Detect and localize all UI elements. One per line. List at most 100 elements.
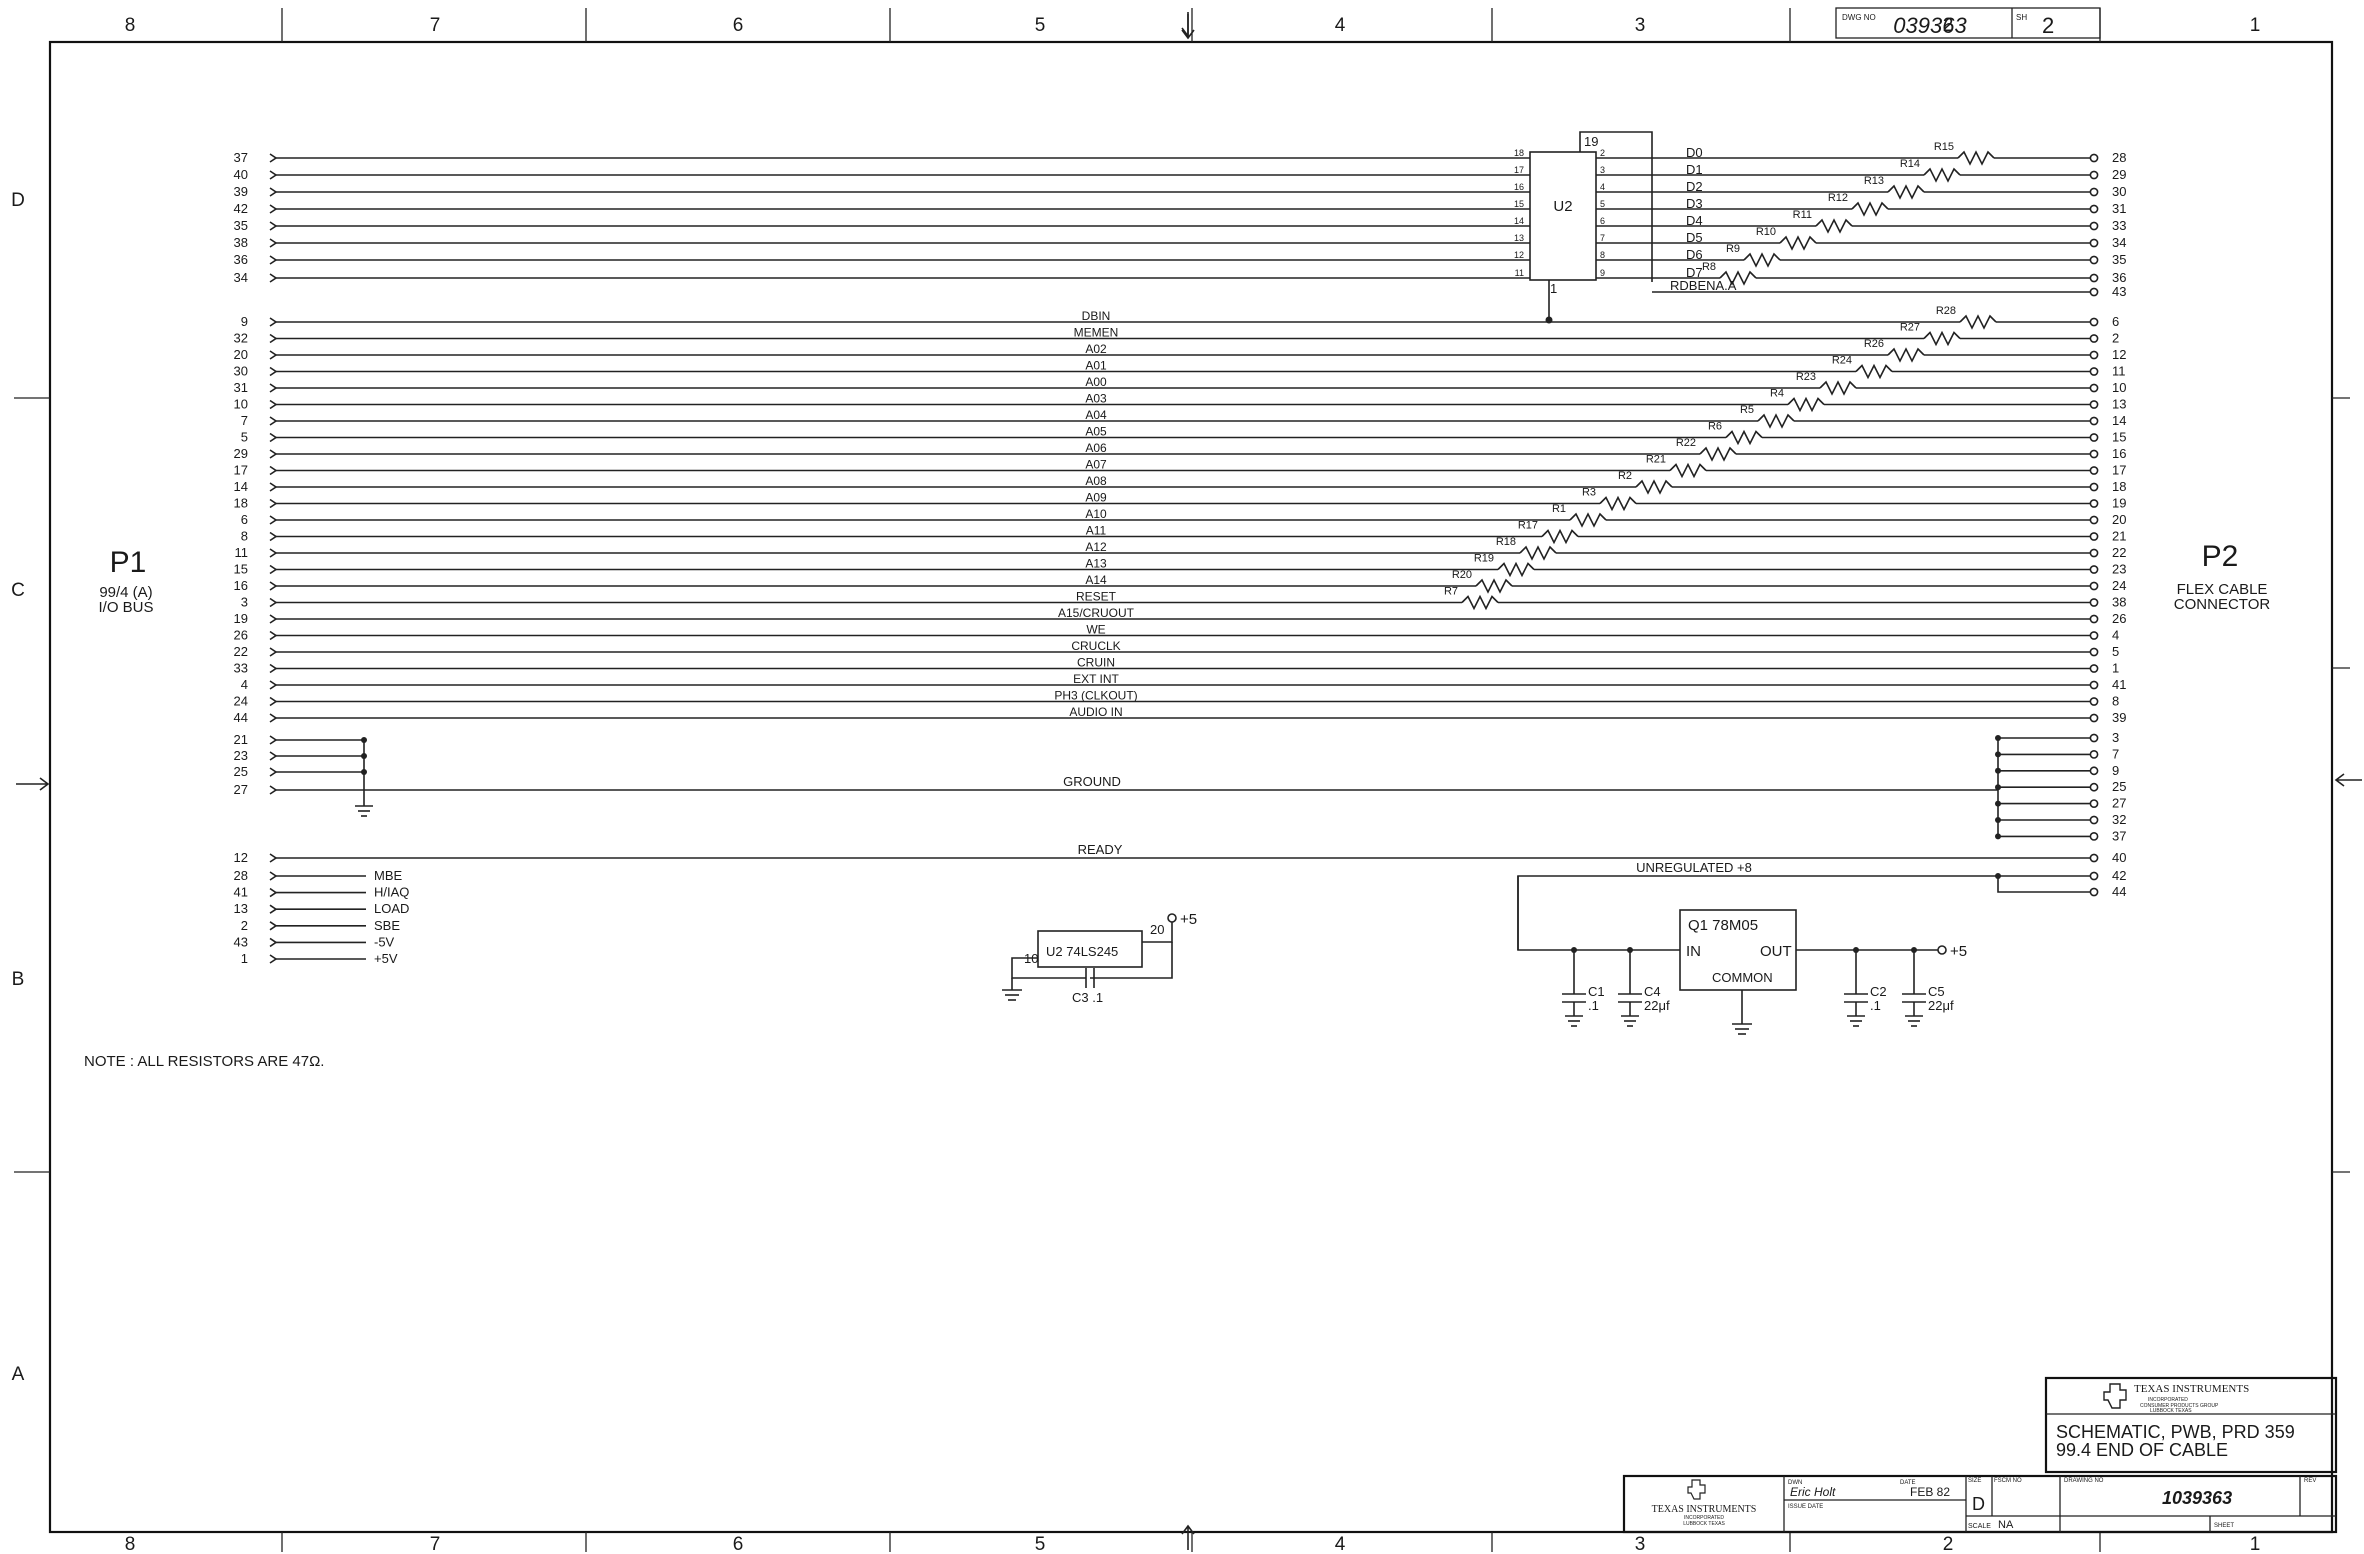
u2-a-pin: 12 (1514, 250, 1524, 260)
data-resistor (1887, 184, 1925, 200)
p1-pin-number: 37 (234, 150, 248, 165)
tb-sheet-label: SHEET (2214, 1523, 2234, 1529)
p2-terminal (2089, 400, 2099, 409)
u2-power-part: U2 74LS245 (1046, 944, 1118, 959)
p2-pin-number: 27 (2112, 796, 2126, 811)
p2-terminal (2089, 255, 2099, 265)
bus-signal-label: WE (1086, 623, 1105, 637)
center-arrow-bottom-icon (1181, 1524, 1195, 1550)
p1-pin-number: 24 (234, 694, 248, 709)
misc-signal-label: +5V (374, 951, 398, 966)
bus-signal-label: CRUIN (1077, 656, 1115, 670)
p2-pin-number: 44 (2112, 884, 2126, 899)
tb-fscm-label: FSCM NO (1994, 1478, 2022, 1484)
unregulated-label: UNREGULATED +8 (1636, 860, 1752, 875)
bus-signal-label: A00 (1085, 375, 1107, 389)
p1-pin-chevron (269, 204, 278, 214)
cap-name: C1 (1588, 984, 1605, 999)
p2-pin-number: 4 (2112, 628, 2119, 643)
data-resistor-label: R15 (1934, 141, 1954, 153)
p1-pin-number: 43 (234, 934, 248, 949)
p2-pin-number: 12 (2112, 347, 2126, 362)
p2-terminal (2089, 221, 2099, 231)
p1-pin-chevron (269, 887, 278, 898)
u2-pin1: 1 (1550, 281, 1557, 296)
bus-signal-label: EXT INT (1073, 672, 1119, 686)
small-block-sub-2: LUBBOCK TEXAS (1683, 1521, 1725, 1527)
bus-signal-label: A01 (1085, 359, 1107, 373)
p1-pin-chevron (269, 696, 278, 707)
bus-resistor-label: R20 (1452, 569, 1472, 581)
small-block-sub-1: INCORPORATED (1684, 1515, 1724, 1521)
ground-junction (1995, 767, 2001, 774)
p1-pin-number: 35 (234, 218, 248, 233)
p2-pin-number: 31 (2112, 201, 2126, 216)
zone-col-top: 8 (125, 15, 136, 36)
bus-signal-label: A09 (1085, 491, 1107, 505)
drawing-frame (14, 8, 2362, 1552)
bus-resistor-label: R1 (1552, 503, 1566, 515)
p1-pin-number: 5 (241, 430, 248, 445)
p1-pin-chevron (269, 153, 278, 163)
zone-col-bottom: 5 (1035, 1534, 1046, 1554)
data-resistor (1923, 167, 1961, 183)
bus-signal-label: A13 (1085, 557, 1107, 571)
p2-pin-number: 14 (2112, 413, 2126, 428)
p2-terminal (2089, 697, 2099, 706)
bus-resistor-label: R24 (1832, 355, 1852, 367)
p2-terminal (2089, 287, 2099, 297)
data-signal-label: D2 (1686, 179, 1703, 194)
p1-pin-number: 27 (234, 782, 248, 797)
cap-value: 22μf (1644, 998, 1670, 1013)
u2-b-pin: 6 (1600, 216, 1605, 226)
bus-resistor (1757, 413, 1795, 429)
u2-power-vcc: +5 (1180, 911, 1197, 928)
p2-terminal (2089, 750, 2099, 759)
p1-pin-number: 13 (234, 901, 248, 916)
p2-terminal (2089, 482, 2099, 492)
p2-terminal (2089, 350, 2099, 360)
tb-size-label: SIZE (1968, 1478, 1981, 1484)
p1-pin-chevron (269, 221, 278, 231)
bus-signal-label: A08 (1085, 474, 1107, 488)
zone-col-bottom: 8 (125, 1534, 136, 1554)
cap-junction (1627, 947, 1633, 953)
p1-pin-chevron (269, 853, 278, 863)
p2-pin-number: 40 (2112, 850, 2126, 865)
regulator-output: +5 (1950, 943, 1967, 960)
p1-subtitle-2: I/O BUS (98, 599, 153, 616)
p1-pin-chevron (269, 614, 278, 624)
p2-terminal (2089, 782, 2099, 792)
u2-b-pin: 7 (1600, 233, 1605, 243)
tb-date-label: DATE (1900, 1480, 1916, 1486)
tb-company-sub-2: CONSUMER PRODUCTS GROUP (2140, 1403, 2219, 1409)
p2-terminal (2089, 466, 2099, 475)
bus-resistor (1887, 347, 1925, 363)
bus-signal-label: PH3 (CLKOUT) (1054, 689, 1137, 703)
p1-pin-number: 34 (234, 270, 248, 285)
p2-terminal (2089, 598, 2099, 607)
p1-pin-chevron (269, 515, 278, 525)
p1-pin-number: 40 (234, 167, 248, 182)
tb-drawing-no-label: DRAWING NO (2064, 1478, 2104, 1484)
p1-pin-number: 19 (234, 611, 248, 626)
p1-pin-chevron (269, 751, 278, 761)
bus-resistor-label: R26 (1864, 338, 1884, 350)
p1-pin-number: 25 (234, 764, 248, 779)
p2-pin-number: 5 (2112, 644, 2119, 659)
data-resistor (1851, 201, 1889, 217)
p2-pin-number: 42 (2112, 868, 2126, 883)
p1-pin-number: 20 (234, 347, 248, 362)
p1-pin-chevron (269, 170, 278, 180)
regulator-section: Q1 78M05 IN OUT COMMON +5 C1.1C422μfC2.1… (1517, 876, 1967, 1035)
ground-junction (1995, 751, 2001, 758)
p1-pin-chevron (269, 713, 278, 723)
p2-pin-number: 20 (2112, 512, 2126, 527)
p1-pin-chevron (269, 785, 278, 795)
bus-resistor (1787, 396, 1825, 413)
bus-signal-label: A04 (1085, 408, 1107, 422)
cap-name: C4 (1644, 984, 1661, 999)
bus-resistor-label: R19 (1474, 553, 1494, 565)
p1-pin-number: 28 (234, 868, 248, 883)
zone-row-label: B (12, 969, 25, 990)
